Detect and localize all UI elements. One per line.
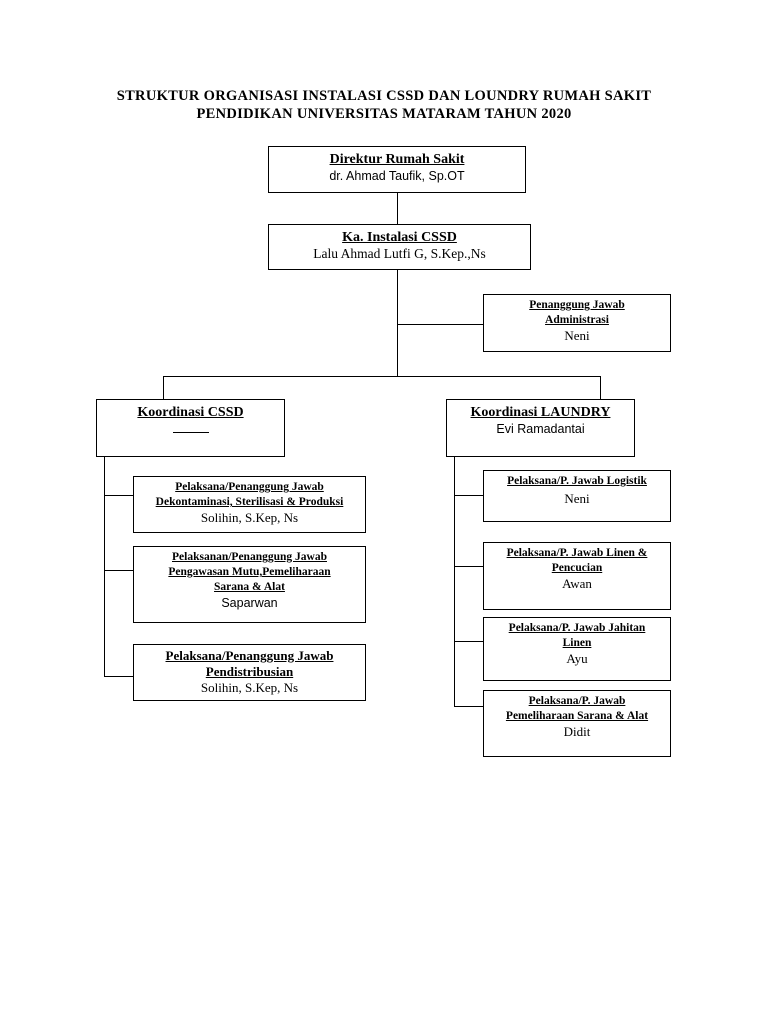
koordinasi-laundry-box: Koordinasi LAUNDRY Evi Ramadantai [446, 399, 635, 457]
connector-direktur-ka [397, 192, 398, 224]
laundry-unit-title: Linen [562, 637, 592, 649]
cssd-unit-title: Pelaksanan/Penanggung Jawab [172, 551, 327, 563]
koordinasi-cssd-vacant-line [172, 422, 209, 433]
ka-instalasi-name: Lalu Ahmad Lutfi G, S.Kep.,Ns [313, 246, 486, 261]
direktur-position: Direktur Rumah Sakit [329, 152, 465, 167]
koordinasi-laundry-position: Koordinasi LAUNDRY [470, 405, 611, 420]
laundry-unit-title: Pelaksana/P. Jawab Logistik [507, 475, 647, 487]
connector-to-koordinasi-cssd [163, 376, 164, 399]
connector-koordinasi-horizontal [163, 376, 601, 377]
laundry-unit-box: Pelaksana/P. Jawab Jahitan Linen Ayu [483, 617, 671, 681]
direktur-name: dr. Ahmad Taufik, Sp.OT [329, 169, 465, 183]
laundry-unit-title: Pelaksana/P. Jawab Linen & [506, 547, 648, 559]
cssd-unit-name: Solihin, S.Kep, Ns [200, 680, 299, 695]
laundry-unit-title: Pelaksana/P. Jawab [528, 695, 626, 707]
connector-laundry-unit-3 [454, 641, 483, 642]
administrasi-name: Neni [564, 328, 590, 343]
cssd-unit-box: Pelaksana/Penanggung Jawab Dekontaminasi… [133, 476, 366, 533]
connector-cssd-unit-2 [104, 570, 133, 571]
connector-cssd-unit-1 [104, 495, 133, 496]
laundry-unit-box: Pelaksana/P. Jawab Logistik Neni [483, 470, 671, 522]
cssd-unit-title: Pelaksana/Penanggung Jawab [175, 481, 324, 493]
laundry-unit-name: Neni [564, 491, 590, 506]
chart-title-line2: PENDIDIKAN UNIVERSITAS MATARAM TAHUN 202… [196, 106, 572, 122]
administrasi-box: Penanggung Jawab Administrasi Neni [483, 294, 671, 352]
laundry-unit-title: Pencucian [551, 562, 603, 574]
laundry-unit-box: Pelaksana/P. Jawab Pemeliharaan Sarana &… [483, 690, 671, 757]
laundry-unit-name: Didit [563, 724, 591, 739]
connector-cssd-spine [104, 456, 105, 677]
cssd-unit-name: Saparwan [221, 596, 278, 610]
ka-instalasi-box: Ka. Instalasi CSSD Lalu Ahmad Lutfi G, S… [268, 224, 531, 270]
connector-ka-trunk [397, 269, 398, 376]
laundry-unit-title: Pelaksana/P. Jawab Jahitan [508, 622, 646, 634]
connector-cssd-unit-3 [104, 676, 133, 677]
chart-title-line1: STRUKTUR ORGANISASI INSTALASI CSSD DAN L… [116, 88, 652, 104]
cssd-unit-title: Sarana & Alat [214, 581, 285, 593]
connector-laundry-unit-2 [454, 566, 483, 567]
cssd-unit-title: Dekontaminasi, Sterilisasi & Produksi [155, 496, 344, 508]
connector-laundry-spine [454, 456, 455, 707]
cssd-unit-box: Pelaksana/Penanggung Jawab Pendistribusi… [133, 644, 366, 701]
koordinasi-cssd-box: Koordinasi CSSD [96, 399, 285, 457]
direktur-box: Direktur Rumah Sakit dr. Ahmad Taufik, S… [268, 146, 526, 193]
laundry-unit-box: Pelaksana/P. Jawab Linen & Pencucian Awa… [483, 542, 671, 610]
cssd-unit-title: Pelaksana/Penanggung Jawab [165, 648, 334, 663]
ka-instalasi-position: Ka. Instalasi CSSD [342, 230, 457, 245]
koordinasi-cssd-position: Koordinasi CSSD [137, 405, 244, 420]
administrasi-position-line1: Penanggung Jawab [529, 299, 625, 311]
cssd-unit-box: Pelaksanan/Penanggung Jawab Pengawasan M… [133, 546, 366, 623]
laundry-unit-name: Ayu [566, 651, 588, 666]
cssd-unit-name: Solihin, S.Kep, Ns [200, 510, 299, 525]
cssd-unit-title: Pendistribusian [205, 664, 294, 679]
laundry-unit-title: Pemeliharaan Sarana & Alat [505, 710, 649, 722]
connector-to-koordinasi-laundry [600, 376, 601, 399]
connector-laundry-unit-4 [454, 706, 483, 707]
laundry-unit-name: Awan [562, 576, 592, 591]
koordinasi-laundry-name: Evi Ramadantai [496, 422, 585, 436]
connector-laundry-unit-1 [454, 495, 483, 496]
connector-administrasi [397, 324, 483, 325]
administrasi-position-line2: Administrasi [545, 314, 609, 326]
cssd-unit-title: Pengawasan Mutu,Pemeliharaan [168, 566, 331, 578]
